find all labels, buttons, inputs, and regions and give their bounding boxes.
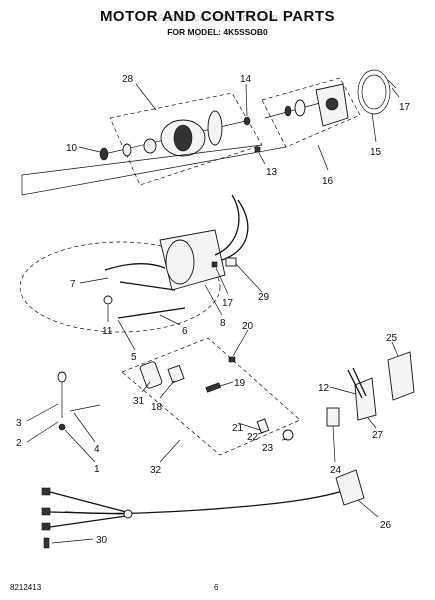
field-wiring-dash-outline (19, 241, 221, 333)
spring-washer (284, 105, 292, 117)
callout-14: 14 (240, 74, 252, 85)
nut-11 (103, 295, 113, 305)
speed-control-group-box (121, 337, 301, 456)
callout-26: 26 (380, 520, 392, 531)
screw-13 (254, 146, 261, 153)
watermark-text: AppliancePartsPros.com (157, 12, 278, 24)
callout-30: 30 (96, 535, 108, 546)
cord-terminal-1 (41, 487, 51, 496)
field-lead-lower (119, 281, 176, 291)
control-spring-19 (205, 382, 221, 393)
speed-lever-knob (57, 371, 67, 383)
callout-12: 12 (318, 383, 330, 394)
washer-10 (99, 147, 109, 161)
page-number: 6 (214, 583, 219, 592)
callout-25: 25 (386, 333, 398, 344)
callout-23: 23 (262, 443, 274, 454)
callout-32: 32 (150, 465, 162, 476)
document-code: 8212413 (10, 583, 42, 592)
screw-30 (43, 537, 50, 549)
end-bracket-shaft-line (264, 102, 321, 119)
callout-19: 19 (234, 378, 246, 389)
callout-2: 2 (16, 438, 22, 449)
callout-27: 27 (372, 430, 384, 441)
callout-numbers: 28 14 17 10 13 15 16 7 17 29 11 8 6 20 5… (16, 74, 411, 546)
end-bracket-hub (325, 97, 339, 111)
bearing-right (294, 99, 306, 117)
callout-11: 11 (102, 326, 113, 337)
lead-12b (352, 367, 367, 397)
control-part-22 (256, 418, 270, 434)
phase-control-board-25 (387, 351, 415, 401)
cord-terminal-3 (41, 522, 51, 531)
callout-31: 31 (133, 396, 145, 407)
terminal-block-24 (326, 407, 340, 427)
callout-1: 1 (94, 464, 100, 475)
field-stator-opening (165, 239, 195, 285)
page-title: MOTOR AND CONTROL PARTS (99, 8, 336, 25)
callout-24: 24 (330, 465, 342, 476)
callout-15: 15 (370, 147, 382, 158)
brush-ring-inner (361, 74, 387, 110)
callout-16: 16 (322, 176, 334, 187)
callout-17: 17 (399, 102, 411, 113)
callout-29: 29 (258, 292, 270, 303)
armature-windings (173, 124, 193, 152)
lever-spring-4 (69, 404, 101, 412)
leader-lines (26, 83, 400, 544)
callout-10: 10 (66, 143, 78, 154)
armature-fan (207, 110, 223, 146)
field-wires-top-2 (221, 199, 249, 261)
screw-17-top (387, 79, 397, 89)
callout-6: 6 (182, 326, 188, 337)
brush-29 (225, 257, 237, 267)
callout-7: 7 (70, 279, 76, 290)
field-lead-7 (104, 263, 166, 271)
power-cord-26 (64, 486, 356, 515)
callout-13: 13 (266, 167, 278, 178)
callout-18: 18 (151, 402, 163, 413)
screw-23 (282, 429, 294, 441)
control-housing-31 (139, 361, 163, 389)
cord-strain-relief (335, 469, 365, 506)
assembly-axis-line-bottom (21, 146, 287, 196)
callout-4: 4 (94, 444, 100, 455)
screw-17-mid (211, 261, 218, 268)
cord-lead-3 (49, 515, 127, 528)
callout-20: 20 (242, 321, 254, 332)
cord-terminal-2 (41, 507, 51, 516)
cord-lead-2 (49, 511, 129, 515)
washer-14 (243, 116, 251, 126)
control-plate-18 (167, 364, 185, 384)
connector-20 (228, 356, 236, 363)
brush-ring-15 (357, 69, 391, 115)
callout-3: 3 (16, 418, 22, 429)
cord-clip (123, 509, 133, 519)
callout-17: 17 (222, 298, 234, 309)
commutator (143, 138, 157, 154)
bracket-27 (354, 377, 377, 421)
lever-screw-1 (58, 423, 66, 431)
model-subtitle: FOR MODEL: 4K5SSOB0 (167, 27, 268, 37)
bearing-left (122, 143, 132, 157)
callout-8: 8 (220, 318, 226, 329)
callout-5: 5 (131, 352, 137, 363)
field-wires-top (214, 194, 240, 256)
assembly-axis-line-top (21, 144, 263, 176)
callout-28: 28 (122, 74, 134, 85)
lead-12a (347, 369, 363, 399)
cord-lead-1 (49, 491, 131, 514)
callout-22: 22 (247, 432, 259, 443)
lead-6 (117, 307, 186, 319)
callout-21: 21 (232, 423, 244, 434)
